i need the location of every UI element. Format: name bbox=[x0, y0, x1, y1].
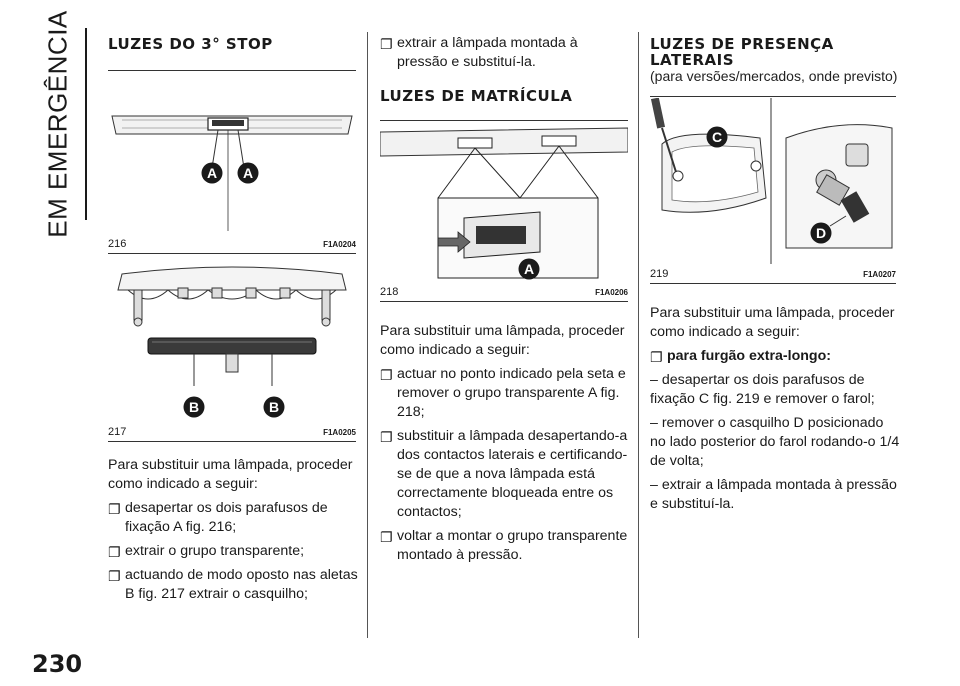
figure-218-number: 218 bbox=[380, 286, 399, 298]
step-item: ❐extrair o grupo transparente; bbox=[108, 543, 305, 560]
figure-218: A 218 F1A0206 bbox=[380, 120, 628, 302]
column-divider-2 bbox=[638, 32, 639, 638]
column-2-continuation: ❐extrair a lâmpada montada à pressão e s… bbox=[380, 34, 630, 77]
step-item: ❐desapertar os dois parafusos de fixação… bbox=[108, 500, 328, 535]
checkbox-bullet-icon: ❐ bbox=[650, 349, 663, 365]
step-item-bold: ❐para furgão extra-longo: bbox=[650, 348, 831, 365]
heading-side-marker-lights-2: LATERAIS bbox=[650, 51, 735, 69]
figure-219: C D 219 F1A0207 bbox=[650, 96, 896, 284]
marker-a-left-text: A bbox=[207, 165, 217, 181]
dash-step: – desapertar os dois parafusos de fixaçã… bbox=[650, 372, 875, 407]
figure-218-code: F1A0206 bbox=[595, 288, 628, 297]
column-1-text: Para substituir uma lâmpada, proceder co… bbox=[108, 456, 360, 609]
step-item: ❐actuar no ponto indicado pela seta e re… bbox=[380, 366, 626, 420]
column-2-text: Para substituir uma lâmpada, proceder co… bbox=[380, 322, 632, 570]
figure-219-code: F1A0207 bbox=[863, 270, 896, 279]
section-title: EM EMERGÊNCIA bbox=[34, 10, 82, 238]
marker-d: D bbox=[810, 222, 832, 244]
marker-b-left: B bbox=[183, 396, 205, 418]
dash-step: – remover o casquilho D posicionado no l… bbox=[650, 415, 900, 469]
license-plate-lamp-illustration bbox=[380, 127, 628, 279]
checkbox-bullet-icon: ❐ bbox=[380, 36, 393, 52]
checkbox-bullet-icon: ❐ bbox=[380, 529, 393, 545]
marker-a-text: A bbox=[524, 261, 534, 277]
dash-step: – extrair a lâmpada montada à pressão e … bbox=[650, 477, 897, 512]
heading-third-stop: LUZES DO 3° STOP bbox=[108, 35, 273, 53]
intro-paragraph: Para substituir uma lâmpada, proceder co… bbox=[380, 323, 625, 358]
page-number: 230 bbox=[32, 650, 83, 678]
marker-c-text: C bbox=[712, 129, 722, 145]
third-stop-lamp-illustration bbox=[111, 115, 353, 231]
column-divider-1 bbox=[367, 32, 368, 638]
heading-license-plate-lights: LUZES DE MATRÍCULA bbox=[380, 87, 573, 105]
figure-217: B B 217 F1A0205 bbox=[108, 258, 356, 442]
lamp-holder-illustration bbox=[117, 266, 347, 386]
figure-216-code: F1A0204 bbox=[323, 240, 356, 249]
heading-side-marker-lights-1: LUZES DE PRESENÇA bbox=[650, 35, 834, 53]
marker-a-right-text: A bbox=[243, 165, 253, 181]
figure-216: A A 216 F1A0204 bbox=[108, 70, 356, 254]
figure-217-code: F1A0205 bbox=[323, 428, 356, 437]
checkbox-bullet-icon: ❐ bbox=[380, 429, 393, 445]
step-item: ❐voltar a montar o grupo transparente mo… bbox=[380, 528, 628, 563]
step-item: ❐substituir a lâmpada desapertando-a dos… bbox=[380, 428, 628, 520]
figure-216-number: 216 bbox=[108, 238, 127, 250]
marker-b-right-text: B bbox=[269, 399, 279, 415]
marker-b-right: B bbox=[263, 396, 285, 418]
subheading: (para versões/mercados, onde previsto) bbox=[650, 68, 898, 84]
step-item: ❐actuando de modo oposto nas aletas B fi… bbox=[108, 567, 358, 602]
checkbox-bullet-icon: ❐ bbox=[380, 367, 393, 383]
intro-paragraph: Para substituir uma lâmpada, proceder co… bbox=[108, 457, 353, 492]
section-title-text: EM EMERGÊNCIA bbox=[42, 10, 73, 238]
intro-paragraph: Para substituir uma lâmpada, proceder co… bbox=[650, 305, 895, 340]
section-rule bbox=[85, 28, 87, 220]
marker-c: C bbox=[706, 126, 728, 148]
marker-d-text: D bbox=[816, 225, 826, 241]
figure-217-number: 217 bbox=[108, 426, 127, 438]
checkbox-bullet-icon: ❐ bbox=[108, 568, 121, 584]
column-3-text: Para substituir uma lâmpada, proceder co… bbox=[650, 304, 900, 519]
marker-a: A bbox=[518, 258, 540, 280]
side-marker-lamp-illustration bbox=[650, 98, 893, 264]
figure-219-number: 219 bbox=[650, 268, 669, 280]
step-item: ❐extrair a lâmpada montada à pressão e s… bbox=[380, 35, 578, 70]
marker-b-left-text: B bbox=[189, 399, 199, 415]
marker-a-left: A bbox=[201, 162, 223, 184]
checkbox-bullet-icon: ❐ bbox=[108, 501, 121, 517]
marker-a-right: A bbox=[237, 162, 259, 184]
checkbox-bullet-icon: ❐ bbox=[108, 544, 121, 560]
